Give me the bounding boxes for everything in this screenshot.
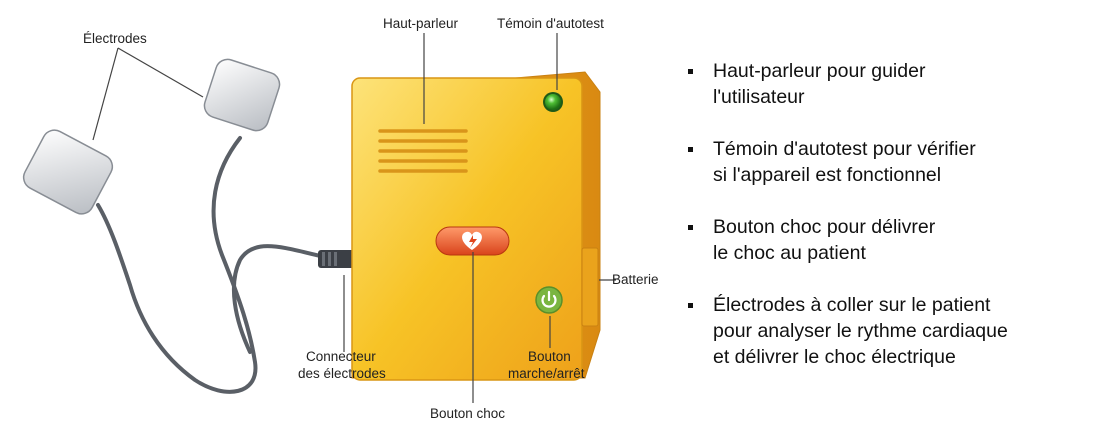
feature-text: l'utilisateur [713,86,805,108]
feature-text: Bouton choc pour délivrer [713,216,936,238]
feature-item-speaker: Haut-parleur pour guider l'utilisateur [686,58,1106,110]
feature-text: et délivrer le choc électrique [713,346,956,368]
label-power-line2: marche/arrêt [508,366,585,381]
label-battery: Batterie [612,272,659,287]
power-button[interactable] [535,286,563,314]
callout-leader-lines [92,33,616,403]
label-power-line1: Bouton [528,349,571,364]
shock-button[interactable] [435,226,510,256]
heart-lightning-icon [462,231,482,250]
label-connector-line2: des électrodes [298,366,386,381]
power-icon [541,290,557,308]
label-speaker: Haut-parleur [383,16,459,31]
feature-list: Haut-parleur pour guider l'utilisateur T… [686,58,1106,396]
speaker-grille [378,129,468,173]
feature-text: pour analyser le rythme cardiaque [713,320,1008,342]
electrode-pad-left [22,129,114,215]
feature-text: Électrodes à coller sur le patient [713,294,991,316]
feature-item-shock: Bouton choc pour délivrer le choc au pat… [686,214,1106,266]
feature-item-selftest: Témoin d'autotest pour vérifier si l'app… [686,136,1106,188]
label-connector-line1: Connecteur [306,349,376,364]
selftest-indicator-icon [543,92,563,112]
electrode-cables [96,136,332,394]
aed-diagram: Électrodes Haut-parleur Témoin d'autotes… [22,16,659,421]
electrode-pad-top [203,58,281,132]
feature-text: si l'appareil est fonctionnel [713,164,942,186]
feature-text: Témoin d'autotest pour vérifier [713,138,976,160]
feature-item-electrodes: Électrodes à coller sur le patient pour … [686,292,1106,370]
label-shock-button: Bouton choc [430,406,505,421]
feature-text: Haut-parleur pour guider [713,60,926,82]
electrode-connector-plug [318,250,356,268]
label-electrodes: Électrodes [83,31,147,46]
aed-device [351,71,601,381]
feature-text: le choc au patient [713,242,866,264]
label-selftest: Témoin d'autotest [497,16,604,31]
